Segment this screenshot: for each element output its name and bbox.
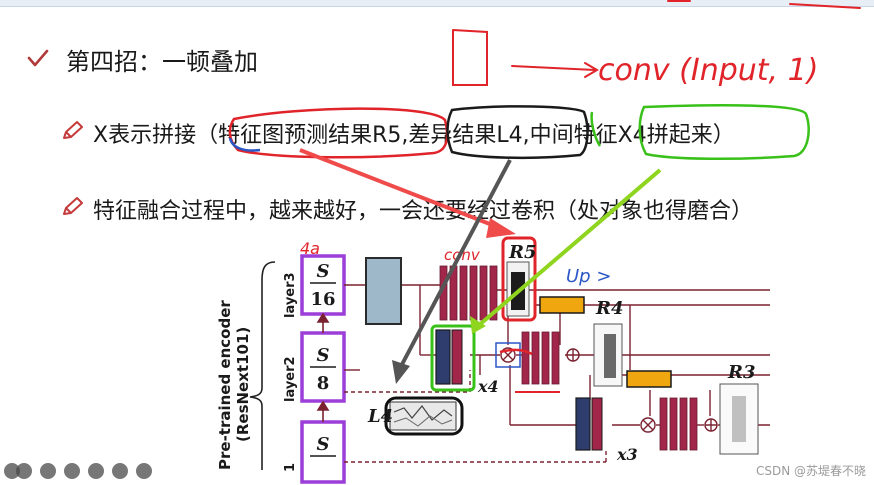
bullet-1-text: X表示拼接（特征图预测结果R5,差异结果L4,中间特征X4拼起来） bbox=[93, 117, 735, 149]
annotation-arrows bbox=[299, 148, 662, 384]
bullet-1-lead: X表示拼接（ bbox=[93, 123, 219, 148]
layer3-frac-top: S bbox=[317, 261, 330, 282]
handwritten-top-annotation bbox=[452, 0, 861, 86]
green-tick bbox=[590, 111, 602, 147]
x4-green-box bbox=[430, 324, 476, 392]
conv-input-annotation: conv (Input, 1) bbox=[598, 53, 818, 88]
layer2-frac-bottom: 8 bbox=[317, 373, 330, 394]
encoder-label-line2: (ResNext101) bbox=[234, 327, 252, 442]
x3-block bbox=[575, 397, 603, 451]
comment-icon[interactable] bbox=[112, 463, 128, 479]
teal-block bbox=[365, 257, 402, 325]
bullet-1-sep1: , bbox=[401, 123, 409, 148]
l4-map bbox=[384, 396, 464, 436]
fa-annotation: 4a bbox=[300, 239, 320, 258]
bullet-1-tail: ） bbox=[712, 123, 735, 148]
hand-top-strokes bbox=[667, 0, 861, 9]
encoder-label: Pre-trained encoder (ResNext101) bbox=[216, 300, 252, 470]
bullet-2-text: 特征融合过程中，越来越好，一会还要经过卷积（处对象也得磨合） bbox=[93, 199, 754, 224]
up-annotation: Up > bbox=[566, 266, 611, 287]
red-mid-arrow bbox=[499, 348, 533, 356]
bullet-highlights bbox=[228, 104, 810, 161]
conv-annotation: conv bbox=[444, 246, 481, 264]
red-arrow bbox=[299, 148, 501, 230]
more-icon[interactable] bbox=[136, 463, 152, 479]
check-icon bbox=[27, 49, 49, 67]
layer3-label: layer3 bbox=[283, 272, 298, 318]
layer2-label: layer2 bbox=[283, 356, 298, 402]
top-bar bbox=[0, 0, 874, 7]
green-arrow bbox=[476, 168, 662, 328]
layer3-box: S 16 bbox=[300, 254, 346, 316]
hand-arrow bbox=[511, 62, 599, 78]
hand-rect bbox=[452, 29, 488, 86]
x4-label: x4 bbox=[477, 377, 499, 396]
upsample-block-2 bbox=[626, 370, 672, 388]
blue-tick bbox=[228, 137, 261, 152]
conv-stack-low bbox=[659, 397, 698, 451]
screen-icon[interactable] bbox=[88, 463, 104, 479]
pencil-icon bbox=[63, 121, 83, 139]
r5-highlight bbox=[228, 107, 449, 159]
layer-up-arrows bbox=[316, 312, 330, 422]
conv-stack-mid bbox=[521, 331, 560, 385]
pointer-icon[interactable] bbox=[64, 463, 80, 479]
dark-arrow bbox=[396, 159, 512, 373]
presentation-toolbar bbox=[0, 458, 874, 485]
x4-block bbox=[435, 329, 463, 385]
r4-label: R4 bbox=[595, 298, 623, 319]
x4-highlight bbox=[638, 104, 810, 161]
layer1-label: 1 bbox=[283, 463, 298, 472]
dashed-lines bbox=[344, 370, 607, 463]
r5-label: R5 bbox=[508, 242, 536, 263]
plus-op-1 bbox=[566, 348, 580, 362]
watermark: CSDN @苏堤春不晓 bbox=[755, 464, 866, 478]
pencil-icon bbox=[63, 197, 83, 215]
r5-map bbox=[501, 236, 537, 322]
bullet-1-part2: 差异结果L4 bbox=[408, 123, 523, 148]
bullet-1-sep2: , bbox=[522, 123, 530, 148]
play-icon[interactable] bbox=[16, 463, 32, 479]
bullet-1-part3: 中间特征X4拼起来 bbox=[529, 123, 713, 148]
x3-label: x3 bbox=[616, 445, 638, 464]
conv-stack-top bbox=[439, 265, 498, 321]
multiply-op-2 bbox=[640, 417, 656, 433]
plus-op-2 bbox=[704, 418, 718, 432]
r3-label: R3 bbox=[727, 362, 755, 383]
encoder-label-line1: Pre-trained encoder bbox=[216, 300, 234, 470]
r3-map bbox=[719, 383, 759, 455]
layer2-box: S 8 bbox=[300, 331, 346, 403]
layer3-frac-bottom: 16 bbox=[310, 289, 335, 310]
bullet-1-part1: 特征图预测结果R5 bbox=[218, 123, 402, 148]
r4-map bbox=[593, 323, 623, 387]
upsample-block-1 bbox=[539, 296, 585, 314]
slide-heading: 第四招：一顿叠加 bbox=[66, 48, 258, 76]
pen-icon[interactable] bbox=[40, 463, 56, 479]
layer2-frac-top: S bbox=[317, 345, 330, 366]
l4-highlight bbox=[446, 105, 589, 160]
encoder-brace bbox=[249, 261, 276, 470]
layer1-frac-top: S bbox=[317, 434, 330, 455]
l4-label: L4 bbox=[367, 406, 393, 427]
